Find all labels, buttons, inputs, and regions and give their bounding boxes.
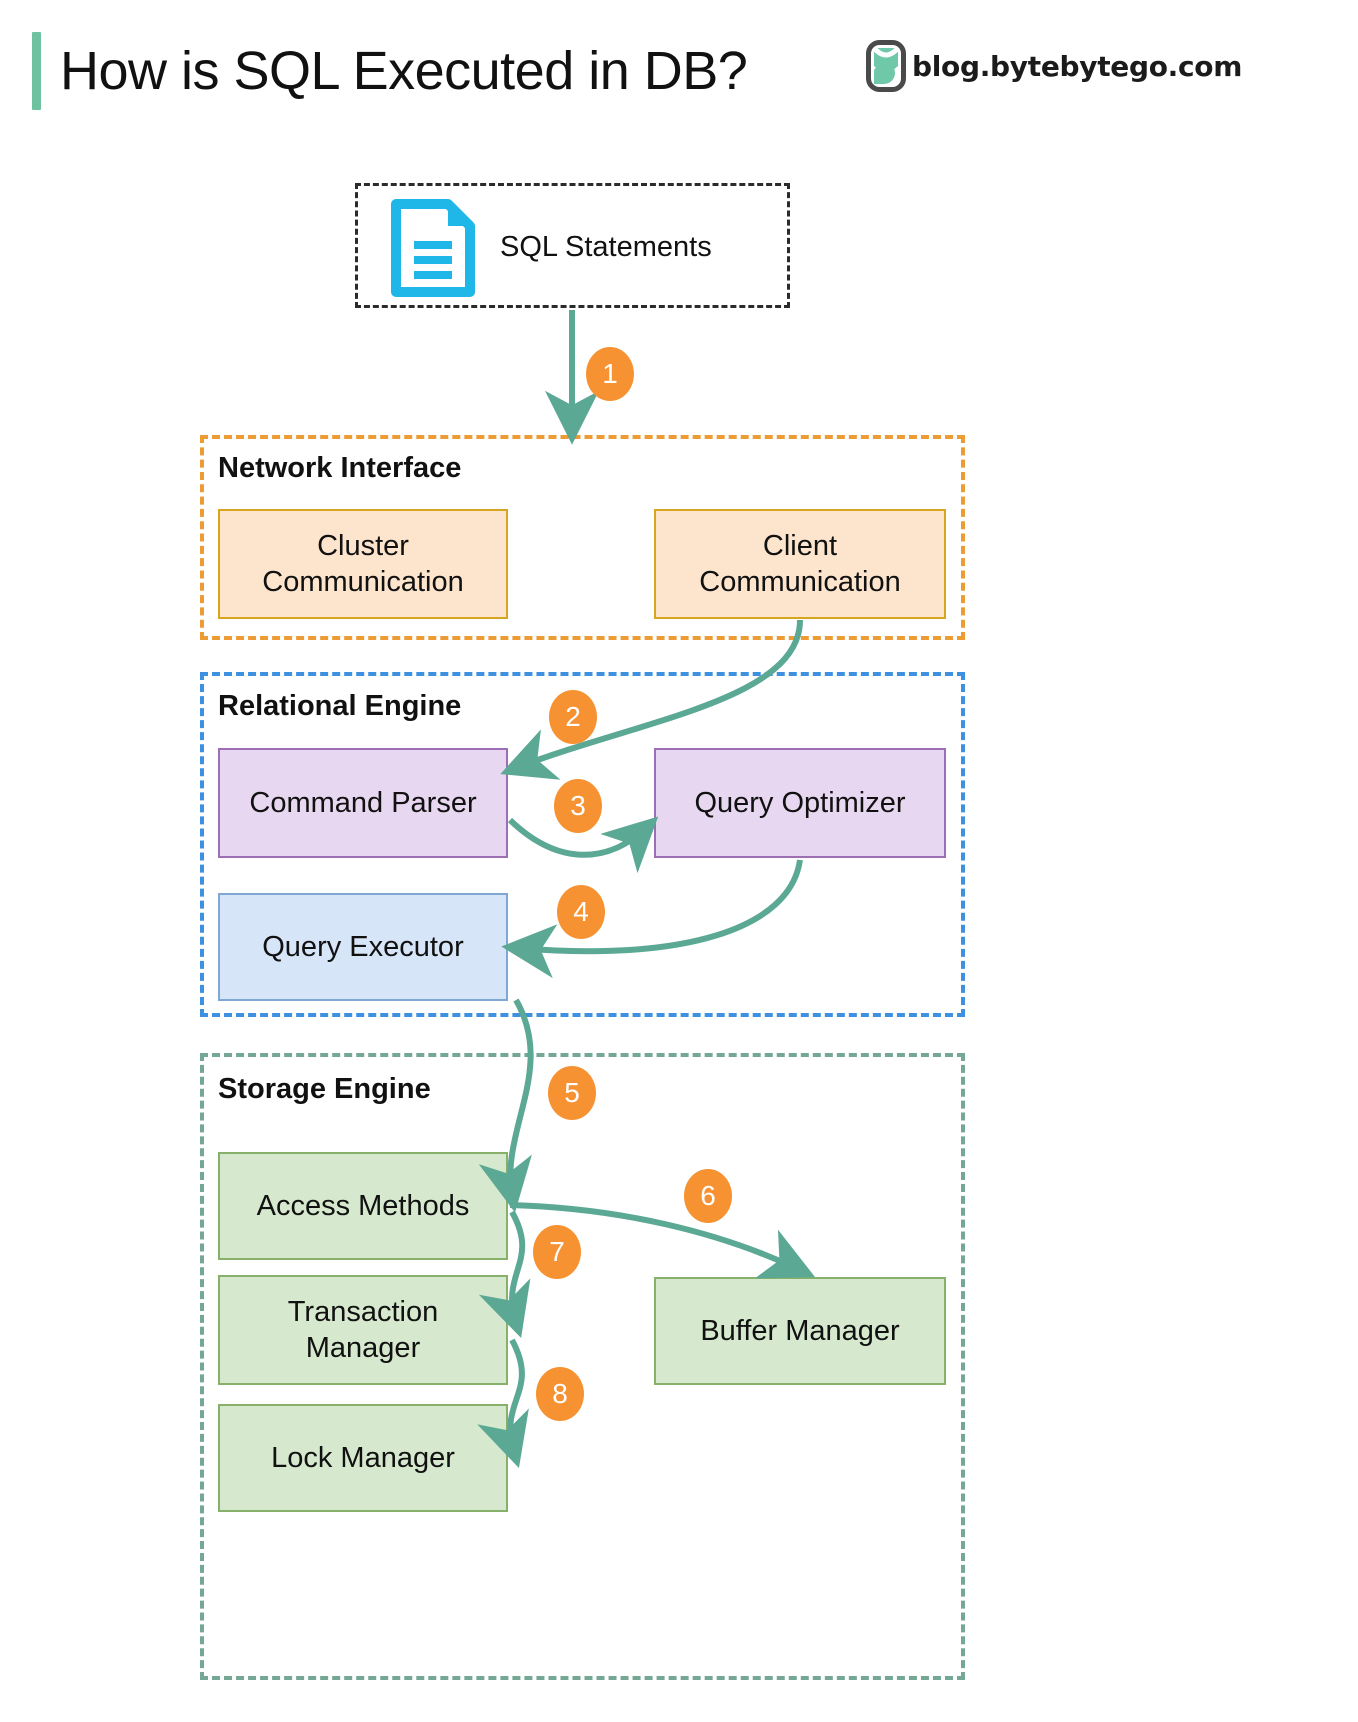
step-badge-6: 6 [684, 1169, 732, 1223]
title-accent-bar [32, 32, 41, 110]
node-label-line1: Transaction [287, 1295, 439, 1328]
brand-text: blog.bytebytego.com [912, 49, 1243, 83]
page-header: How is SQL Executed in DB? blog.bytebyte… [0, 0, 1358, 140]
node-label-line2: Manager [305, 1332, 421, 1364]
group-storage-engine-title: Storage Engine [218, 1073, 431, 1105]
node-cluster-communication[interactable]: Cluster Communication [218, 509, 508, 619]
document-lines-icon [388, 198, 478, 298]
node-label-line2: Communication [262, 566, 464, 598]
node-query-optimizer[interactable]: Query Optimizer [654, 748, 946, 858]
bytebytego-logo-icon [866, 40, 906, 92]
node-access-methods[interactable]: Access Methods [218, 1152, 508, 1260]
group-network-interface-title: Network Interface [218, 452, 462, 484]
step-badge-5: 5 [548, 1066, 596, 1120]
step-badge-3: 3 [554, 779, 602, 833]
sql-statements-container [355, 183, 790, 308]
sql-statements-label: SQL Statements [500, 230, 712, 263]
step-badge-7: 7 [533, 1225, 581, 1279]
step-badge-4: 4 [557, 885, 605, 939]
node-buffer-manager[interactable]: Buffer Manager [654, 1277, 946, 1385]
node-lock-manager[interactable]: Lock Manager [218, 1404, 508, 1512]
page-title: How is SQL Executed in DB? [60, 41, 748, 101]
node-label-line2: Communication [699, 566, 901, 598]
brand: blog.bytebytego.com [866, 40, 1242, 92]
group-relational-engine-title: Relational Engine [218, 690, 462, 722]
group-storage-engine [200, 1053, 965, 1680]
step-badge-8: 8 [536, 1367, 584, 1421]
node-label-line1: Client [762, 529, 838, 562]
node-client-communication[interactable]: Client Communication [654, 509, 946, 619]
step-badge-2: 2 [549, 690, 597, 744]
node-command-parser[interactable]: Command Parser [218, 748, 508, 858]
node-label-line1: Cluster [317, 529, 409, 562]
node-query-executor[interactable]: Query Executor [218, 893, 508, 1001]
step-badge-1: 1 [586, 347, 634, 401]
node-transaction-manager[interactable]: Transaction Manager [218, 1275, 508, 1385]
